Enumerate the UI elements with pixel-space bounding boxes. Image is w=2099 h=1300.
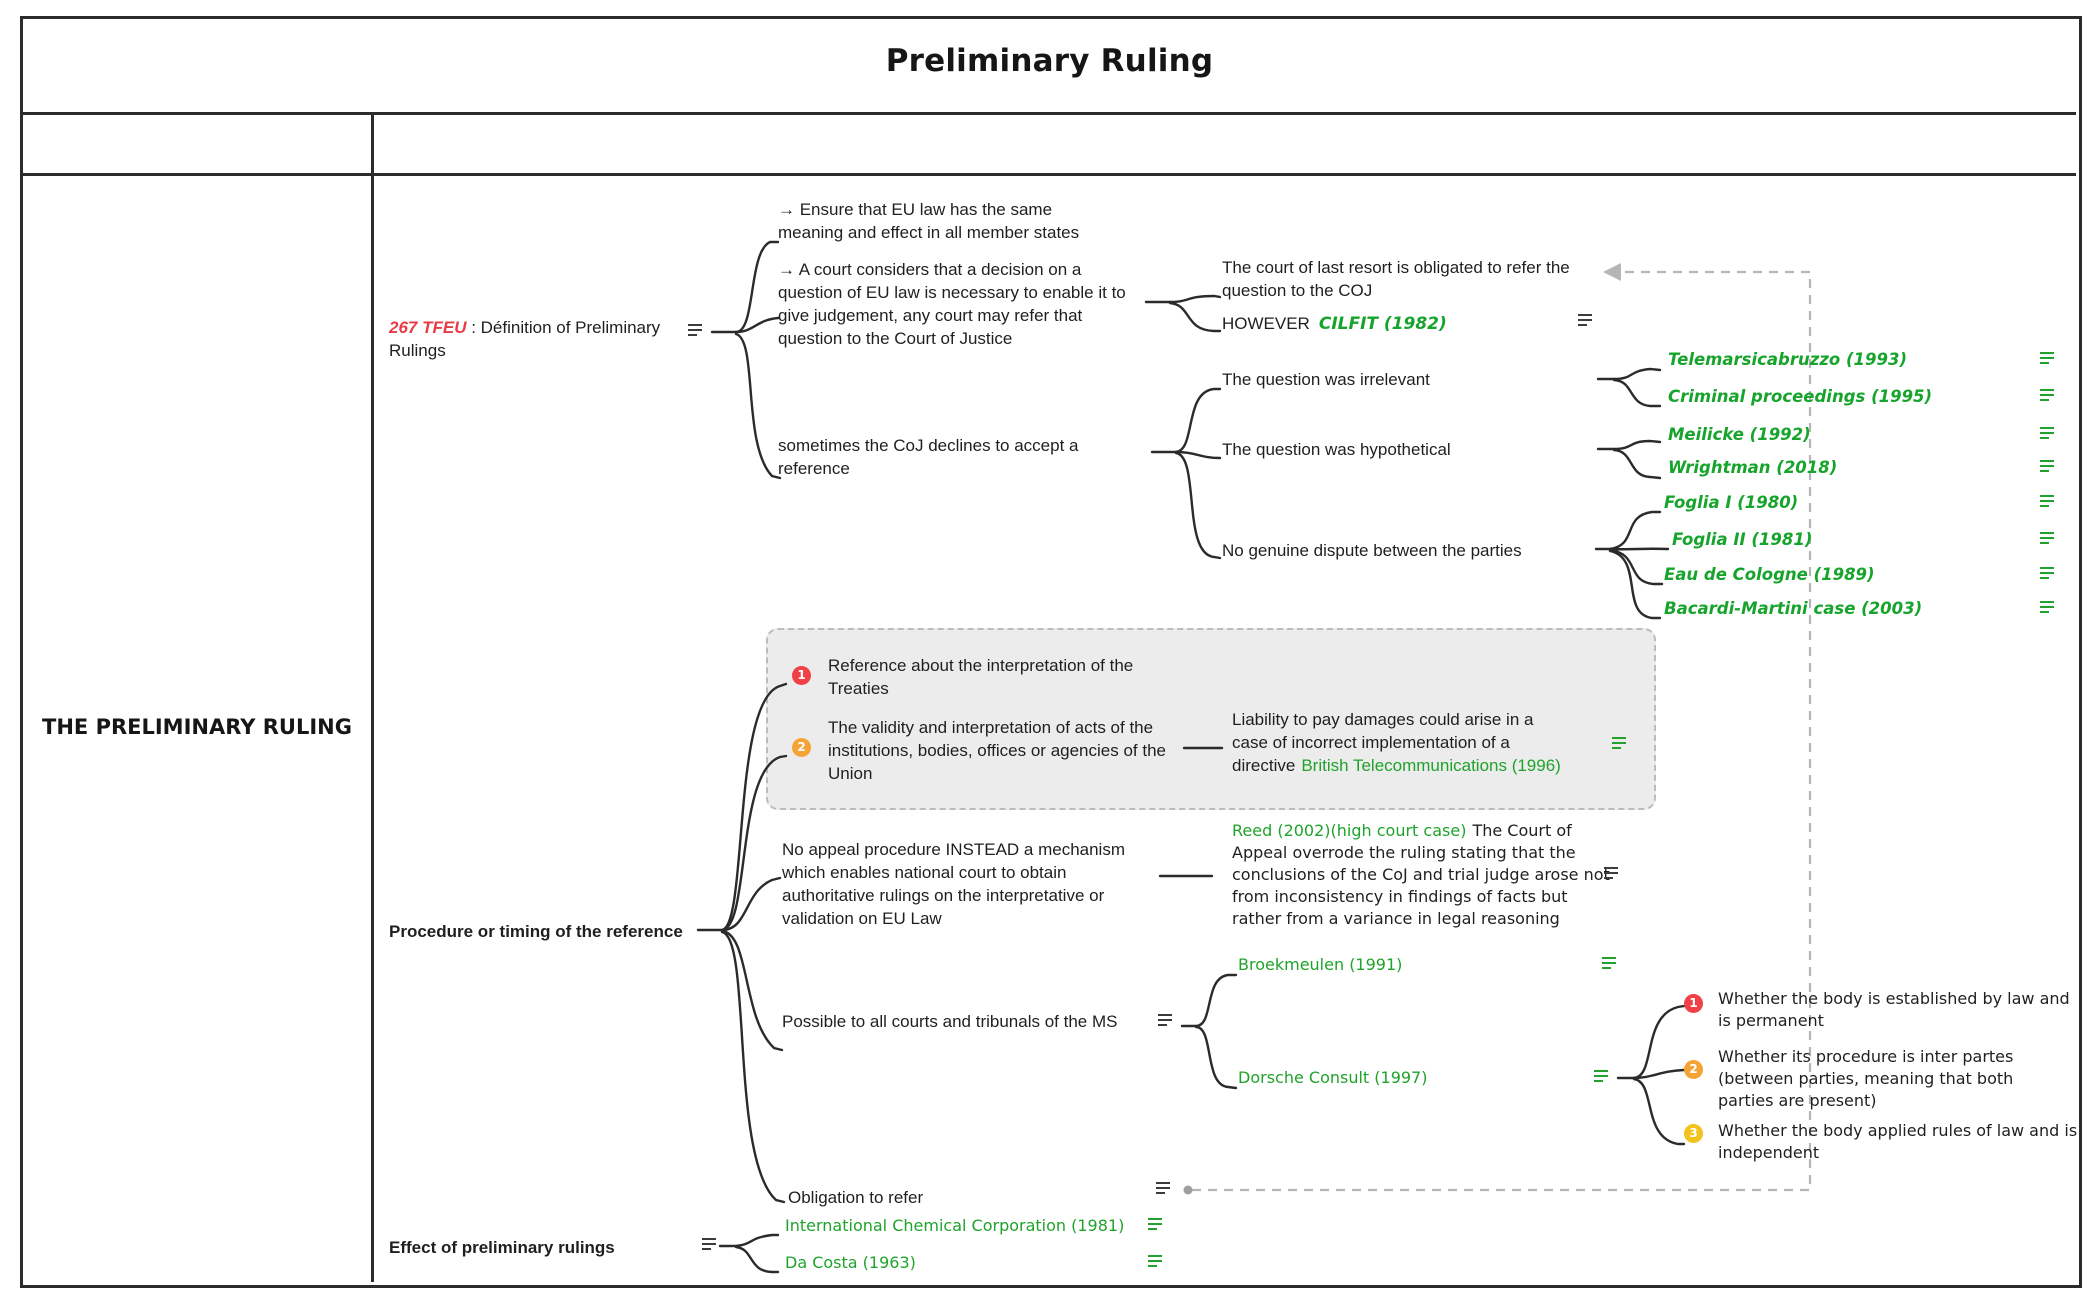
topic-interpretation-treaties[interactable]: Reference about the interpretation of th… xyxy=(828,656,1134,698)
notes-icon[interactable] xyxy=(1578,314,1592,329)
numbered-badge-2: 2 xyxy=(1684,1060,1703,1079)
case-telemarsicabruzzo[interactable]: Telemarsicabruzzo (1993) xyxy=(1668,350,1908,369)
numbered-badge-1: 1 xyxy=(792,666,811,685)
case-dorsche-consult[interactable]: Dorsche Consult (1997) xyxy=(1238,1068,1428,1087)
notes-icon[interactable] xyxy=(1604,867,1618,882)
topic-question-hypothetical[interactable]: The question was hypothetical xyxy=(1222,440,1451,459)
topic-reed-court-of-appeal[interactable]: Reed (2002)(high court case)The Court of… xyxy=(1232,820,1612,930)
case-wrightman[interactable]: Wrightman (2018) xyxy=(1668,458,1838,477)
topic-validity-acts-union[interactable]: The validity and interpretation of acts … xyxy=(828,718,1166,783)
notes-icon[interactable] xyxy=(2040,567,2054,582)
reference-types-box xyxy=(766,628,1656,810)
row-header-label: THE PRELIMINARY RULING xyxy=(42,715,352,739)
topic-possible-all-courts[interactable]: Possible to all courts and tribunals of … xyxy=(782,1012,1118,1031)
topic-ensure-same-meaning[interactable]: → Ensure that EU law has the same meanin… xyxy=(778,200,1080,242)
numbered-badge-2: 2 xyxy=(792,738,811,757)
notes-icon[interactable] xyxy=(2040,389,2054,404)
notes-icon[interactable] xyxy=(2040,352,2054,367)
case-criminal-proceedings[interactable]: Criminal proceedings (1995) xyxy=(1668,387,1933,406)
case-da-costa[interactable]: Da Costa (1963) xyxy=(785,1253,916,1272)
case-bacardi-martini[interactable]: Bacardi-Martini case (2003) xyxy=(1664,599,1923,618)
tfeu-definition-text: : Définition of Preliminary Rulings xyxy=(389,318,661,360)
table-column-divider xyxy=(371,115,374,1282)
notes-icon[interactable] xyxy=(2040,495,2054,510)
notes-icon[interactable] xyxy=(1156,1182,1170,1197)
notes-icon[interactable] xyxy=(1148,1255,1162,1270)
table-row-divider xyxy=(23,112,2076,115)
case-international-chemical[interactable]: International Chemical Corporation (1981… xyxy=(785,1216,1125,1235)
topic-obligation-to-refer[interactable]: Obligation to refer xyxy=(788,1188,924,1207)
notes-icon[interactable] xyxy=(2040,427,2054,442)
case-eau-de-cologne[interactable]: Eau de Cologne (1989) xyxy=(1664,565,1875,584)
notes-icon[interactable] xyxy=(2040,460,2054,475)
topic-no-genuine-dispute[interactable]: No genuine dispute between the parties xyxy=(1222,541,1522,560)
case-cilfit: CILFIT (1982) xyxy=(1318,314,1447,334)
case-reed: Reed (2002)(high court case) xyxy=(1232,821,1467,840)
numbered-badge-3: 3 xyxy=(1684,1124,1703,1143)
case-broekmeulen[interactable]: Broekmeulen (1991) xyxy=(1238,955,1403,974)
case-foglia-2[interactable]: Foglia II (1981) xyxy=(1672,530,1813,549)
case-meilicke[interactable]: Meilicke (1992) xyxy=(1668,425,1811,444)
however-text: HOWEVER xyxy=(1222,314,1310,333)
topic-last-resort-obligated[interactable]: The court of last resort is obligated to… xyxy=(1222,258,1570,300)
notes-icon[interactable] xyxy=(1612,737,1626,752)
topic-any-court-may-refer[interactable]: → A court considers that a decision on a… xyxy=(778,260,1126,348)
tfeu-article-term: 267 TFEU xyxy=(389,318,467,337)
notes-icon[interactable] xyxy=(1594,1070,1608,1085)
topic-no-appeal-mechanism[interactable]: No appeal procedure INSTEAD a mechanism … xyxy=(782,840,1125,928)
liability-text: Liability to pay damages could arise in … xyxy=(1232,710,1534,775)
notes-icon[interactable] xyxy=(702,1238,716,1253)
notes-icon[interactable] xyxy=(1602,957,1616,972)
topic-liability-damages[interactable]: Liability to pay damages could arise in … xyxy=(1232,708,1567,777)
notes-icon[interactable] xyxy=(2040,532,2054,547)
reed-text: The Court of Appeal overrode the ruling … xyxy=(1232,821,1610,928)
topic-question-irrelevant[interactable]: The question was irrelevant xyxy=(1222,370,1430,389)
table-row-divider xyxy=(23,173,2076,176)
topic-coj-declines[interactable]: sometimes the CoJ declines to accept a r… xyxy=(778,436,1079,478)
topic-procedure-timing[interactable]: Procedure or timing of the reference xyxy=(389,922,683,941)
topic-whether-inter-partes[interactable]: Whether its procedure is inter partes (b… xyxy=(1718,1047,2014,1110)
notes-icon[interactable] xyxy=(1148,1218,1162,1233)
feedback-dashed-link xyxy=(1183,263,1812,1195)
topic-whether-rules-of-law[interactable]: Whether the body applied rules of law an… xyxy=(1718,1121,2078,1162)
topic-267-tfeu[interactable]: 267 TFEU : Définition of Preliminary Rul… xyxy=(389,316,709,362)
case-foglia-1[interactable]: Foglia I (1980) xyxy=(1664,493,1799,512)
topic-however-cilfit[interactable]: HOWEVER CILFIT (1982) xyxy=(1222,312,1447,335)
topic-effect-preliminary-rulings[interactable]: Effect of preliminary rulings xyxy=(389,1238,615,1257)
topic-whether-established-by-law[interactable]: Whether the body is established by law a… xyxy=(1718,989,2070,1030)
page-title: Preliminary Ruling xyxy=(885,43,1214,79)
numbered-badge-1: 1 xyxy=(1684,994,1703,1013)
notes-icon[interactable] xyxy=(688,324,702,339)
notes-icon[interactable] xyxy=(2040,601,2054,616)
case-british-telecommunications: British Telecommunications (1996) xyxy=(1301,756,1561,775)
notes-icon[interactable] xyxy=(1158,1014,1172,1029)
